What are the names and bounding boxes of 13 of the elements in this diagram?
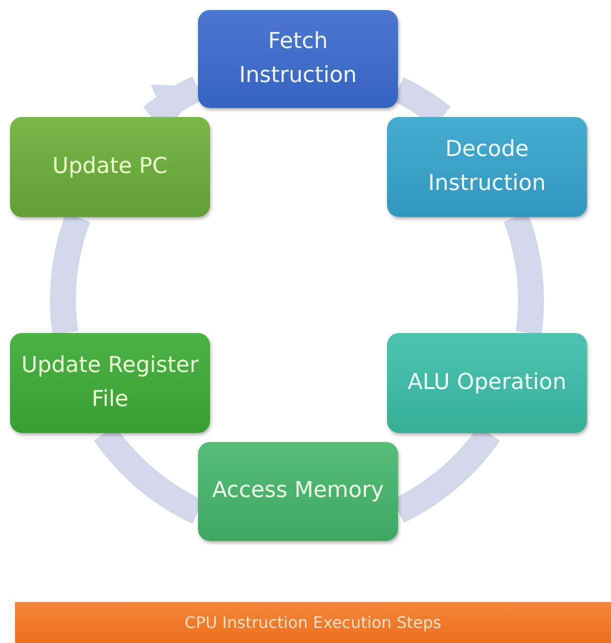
step-label: ALU Operation <box>408 368 566 397</box>
step-label: Decode Instruction <box>427 136 547 198</box>
step-label: Update Register File <box>20 352 200 414</box>
step-box <box>198 10 398 108</box>
step-label: Update PC <box>52 152 168 181</box>
step-label: Fetch Instruction <box>238 28 358 90</box>
step-box <box>10 333 210 433</box>
caption-text: CPU Instruction Execution Steps <box>184 613 442 632</box>
step-box <box>10 117 210 217</box>
step-box <box>387 117 587 217</box>
step-box <box>387 333 587 433</box>
step-label: Access Memory <box>212 477 384 506</box>
step-box <box>198 442 398 541</box>
